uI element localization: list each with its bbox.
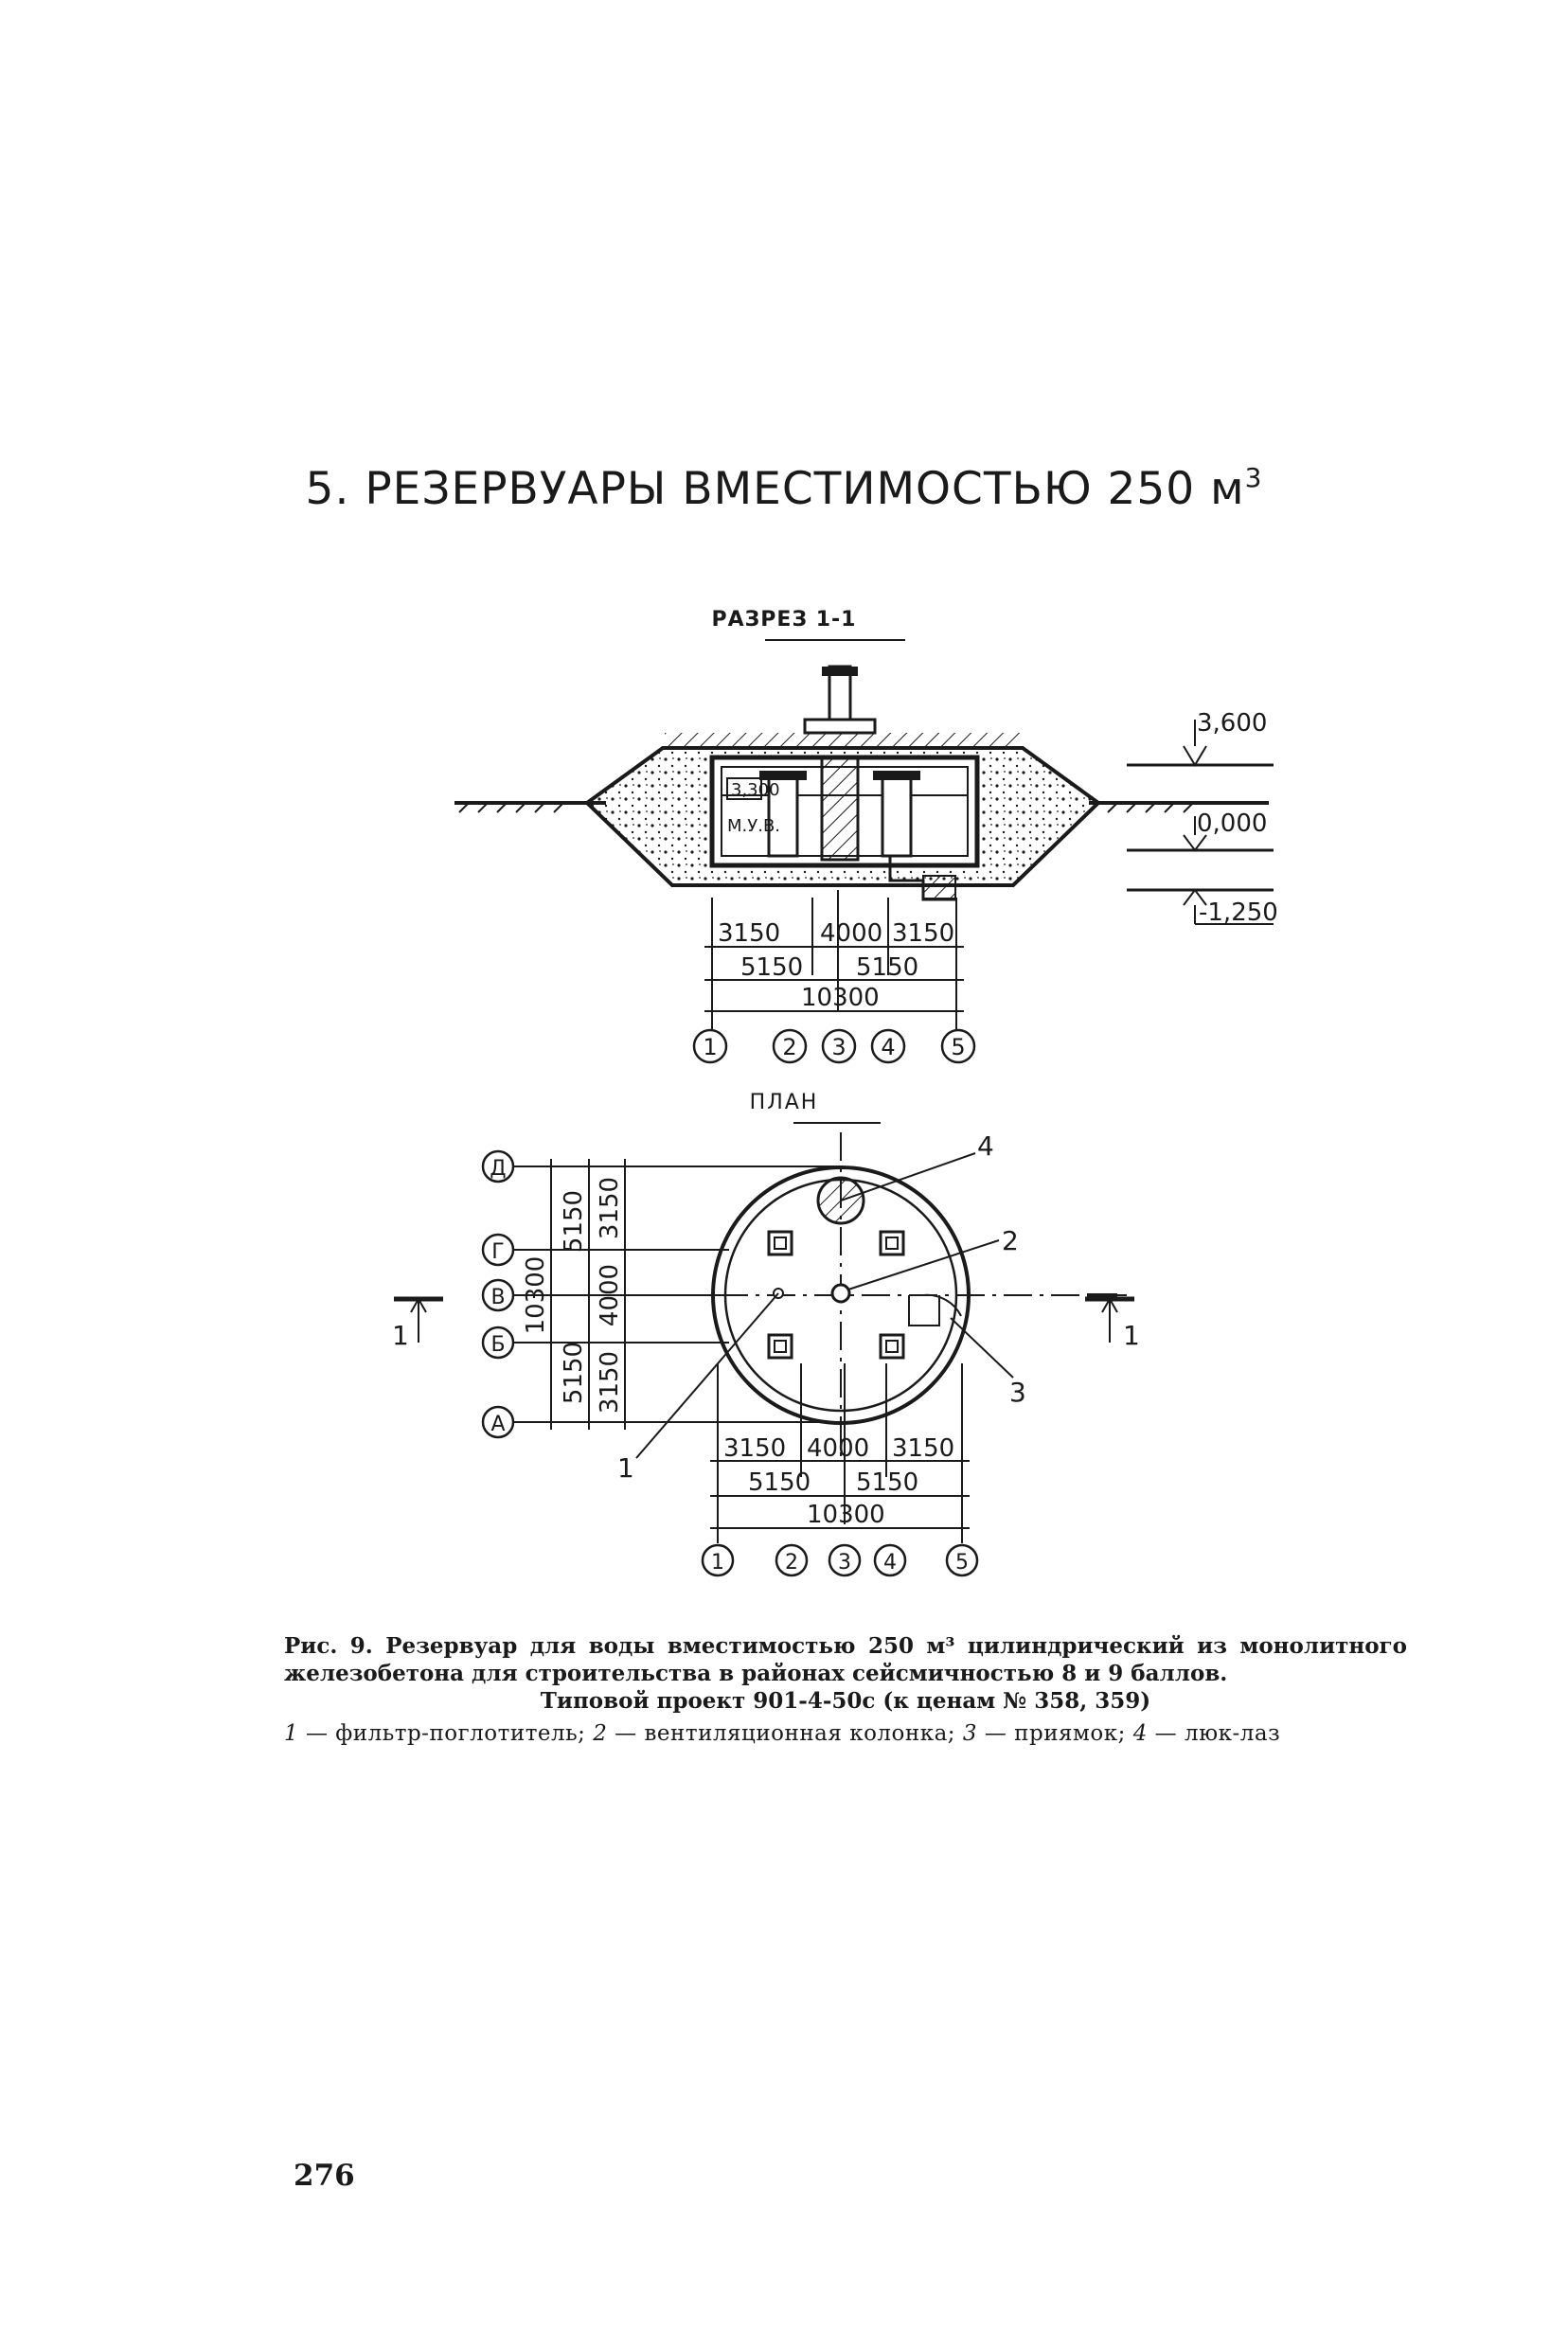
plan-dim-6: 10300 [807,1501,885,1529]
vert-dim-inner-3: 3150 [596,1351,624,1414]
row-axis-a: А [490,1413,505,1436]
section-title: РАЗРЕЗ 1-1 [711,608,857,632]
page-number: 276 [294,2159,355,2193]
cut-mark-left: 1 [392,1320,409,1351]
plan-title: ПЛАН [749,1091,819,1114]
legend-num-3: 3 [962,1721,978,1746]
section-axis-4: 4 [881,1034,895,1060]
section-dim-4: 5150 [740,953,803,982]
section-dim-2: 4000 [820,919,882,948]
section-dim-1: 3150 [718,919,780,948]
section-axis-1: 1 [703,1034,717,1060]
section-axis-5: 5 [951,1034,965,1060]
plan-axis-5: 5 [955,1551,969,1575]
elevation-bottom: -1,250 [1199,899,1278,927]
section-dim-6: 10300 [801,984,880,1012]
callout-3: 3 [1009,1377,1026,1408]
row-axis-g: Г [491,1240,504,1264]
plan-axis-3: 3 [838,1551,851,1575]
vert-dim-mid-2: 5150 [560,1342,588,1404]
plan-drawing: 1 2 3 4 Д Г В Б А 10300 5150 5150 [392,1130,1140,1577]
plan-dim-3: 3150 [892,1434,954,1463]
row-axis-b: Б [490,1333,505,1357]
plan-axis-1: 1 [711,1551,724,1575]
section-axis-2: 2 [782,1034,796,1060]
plan-dim-4: 5150 [748,1468,811,1497]
legend-num-2: 2 [593,1721,608,1746]
section-dim-3: 3150 [892,919,954,948]
legend-text-3: приямок; [1014,1721,1126,1746]
vert-dim-inner-1: 3150 [596,1177,624,1239]
vert-dim-outer: 10300 [522,1256,550,1335]
vert-dim-inner-2: 4000 [596,1264,624,1326]
plan-axis-4: 4 [883,1551,897,1575]
caption-main: Рис. 9. Резервуар для воды вместимостью … [284,1633,1407,1686]
callout-2: 2 [1002,1225,1019,1256]
plan-dim-5: 5150 [856,1468,918,1497]
caption-project: Типовой проект 901-4-50с (к ценам № 358,… [540,1688,1151,1714]
section-drawing: 3,300 М.У.В. 3,600 0,000 -1,250 3150 400… [454,665,1278,1064]
vert-dim-mid-1: 5150 [560,1190,588,1253]
legend-text-4: люк-лаз [1184,1721,1281,1746]
plan-axis-2: 2 [785,1551,798,1575]
legend-num-4: 4 [1132,1721,1148,1746]
caption-legend: 1 — фильтр-поглотитель; 2 — вентиляционн… [284,1721,1281,1746]
cut-mark-right: 1 [1123,1320,1140,1351]
page-title-text: 5. РЕЗЕРВУАРЫ ВМЕСТИМОСТЬЮ 250 м [305,463,1245,515]
plan-dim-2: 4000 [807,1434,869,1463]
page-title-superscript: 3 [1244,462,1263,493]
row-axis-v: В [490,1286,505,1309]
legend-num-1: 1 [284,1721,299,1746]
section-axis-3: 3 [831,1034,846,1060]
legend-text-1: фильтр-поглотитель; [335,1721,586,1746]
callout-1: 1 [617,1452,634,1484]
elevation-ground: 0,000 [1197,810,1267,838]
water-level-label: М.У.В. [727,816,780,836]
row-axis-d: Д [490,1157,506,1181]
page-title: 5. РЕЗЕРВУАРЫ ВМЕСТИМОСТЬЮ 250 м3 [0,462,1568,515]
callout-4: 4 [977,1130,994,1162]
plan-dim-1: 3150 [723,1434,786,1463]
section-dim-5: 5150 [856,953,918,982]
figure-caption: Рис. 9. Резервуар для воды вместимостью … [284,1632,1407,1748]
elevation-top: 3,600 [1197,709,1267,738]
legend-text-2: вентиляционная колонка; [644,1721,956,1746]
water-level-value: 3,300 [731,780,780,800]
